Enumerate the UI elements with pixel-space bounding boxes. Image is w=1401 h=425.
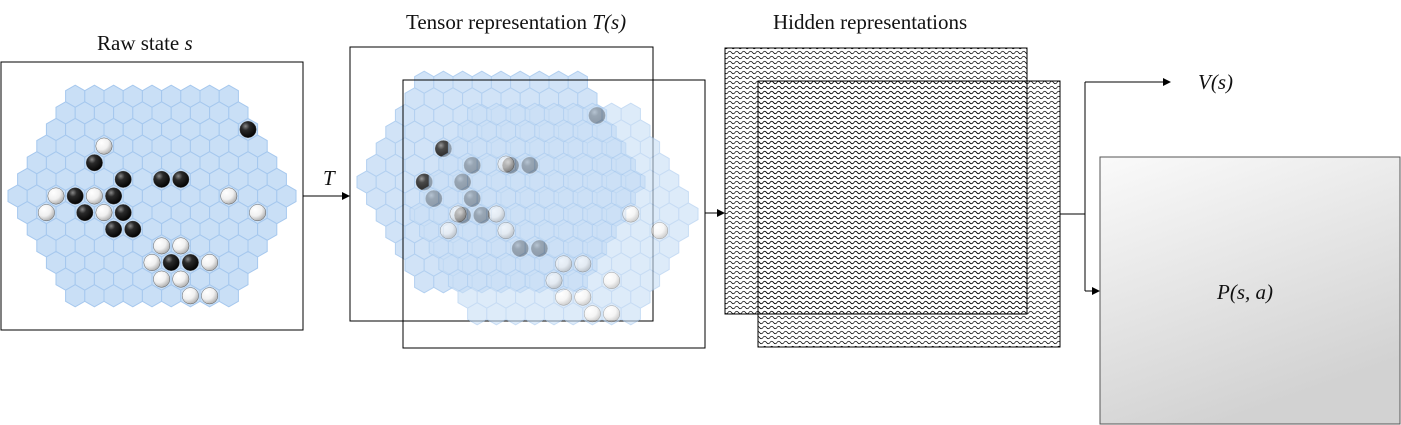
black-stone xyxy=(181,254,199,271)
black-stone xyxy=(105,187,123,205)
board-cell xyxy=(161,284,182,308)
raw-state-variable: s xyxy=(184,31,193,55)
tensor-white-stone xyxy=(603,305,620,323)
board-cell xyxy=(505,302,526,326)
board-cell xyxy=(563,302,584,326)
white-stone xyxy=(153,270,171,288)
raw-state-stones xyxy=(38,121,267,305)
board-cell xyxy=(65,284,86,308)
white-stone xyxy=(249,204,267,222)
tensor-white-stone xyxy=(497,222,515,240)
tensor-white-stone xyxy=(487,205,505,223)
white-stone xyxy=(201,287,219,305)
black-stone xyxy=(86,154,103,172)
tensor-white-stone xyxy=(574,255,592,273)
tensor-plane-front xyxy=(409,102,699,326)
tensor-white-stone xyxy=(449,205,467,223)
tensor-white-stone xyxy=(574,288,592,306)
black-stone xyxy=(153,170,171,188)
tensor-frame-front xyxy=(402,79,706,349)
white-stone xyxy=(86,187,103,205)
board-cell xyxy=(141,284,163,308)
white-stone xyxy=(47,187,65,205)
black-stone xyxy=(76,204,94,222)
raw-state-label: Raw state s xyxy=(97,33,193,54)
black-stone xyxy=(239,121,257,138)
value-label: V(s) xyxy=(1198,70,1233,94)
white-stone xyxy=(172,270,190,288)
board-cell xyxy=(122,284,143,308)
white-stone xyxy=(172,237,190,255)
white-stone xyxy=(181,287,199,305)
tensor-label-text: Tensor representation xyxy=(406,10,593,34)
board-cell xyxy=(543,302,565,326)
tensor-white-stone xyxy=(497,155,515,173)
board-cell xyxy=(103,284,124,308)
tensor-white-stone xyxy=(622,205,640,223)
black-stone xyxy=(162,254,180,271)
white-stone xyxy=(201,254,219,271)
raw-state-label-text: Raw state xyxy=(97,31,185,55)
board-cell xyxy=(524,302,545,326)
board-cell xyxy=(486,302,507,326)
tensor-white-stone xyxy=(555,288,572,306)
hidden-plane-front xyxy=(757,80,1061,348)
hidden-label: Hidden representations xyxy=(773,10,968,34)
black-stone xyxy=(172,170,190,188)
tensor-white-stone xyxy=(439,222,457,240)
tensor-white-stone xyxy=(555,255,572,273)
white-stone xyxy=(95,204,113,222)
board-cell xyxy=(467,302,488,326)
tensor-label: Tensor representation T(s) xyxy=(406,12,626,33)
black-stone xyxy=(114,204,132,222)
policy-label: P(s, a) xyxy=(1217,280,1273,304)
board-cell xyxy=(414,270,435,294)
board-cell xyxy=(620,302,641,326)
tensor-white-stone xyxy=(545,272,563,289)
tensor-white-stone xyxy=(651,222,668,240)
board-cell xyxy=(218,284,239,308)
transform-label: T xyxy=(323,166,335,190)
raw-state-board xyxy=(7,84,297,308)
white-stone xyxy=(95,137,113,155)
tensor-white-stone xyxy=(603,272,620,289)
white-stone xyxy=(153,237,171,255)
white-stone xyxy=(143,254,161,271)
white-stone xyxy=(38,204,55,222)
board-cell xyxy=(84,284,105,308)
black-stone xyxy=(66,187,84,205)
policy-output-box xyxy=(1099,156,1401,425)
black-stone xyxy=(105,220,123,238)
tensor-variable: T(s) xyxy=(592,10,627,34)
black-stone xyxy=(114,170,132,188)
white-stone xyxy=(220,187,238,205)
tensor-white-stone xyxy=(584,305,601,323)
black-stone xyxy=(124,220,142,238)
